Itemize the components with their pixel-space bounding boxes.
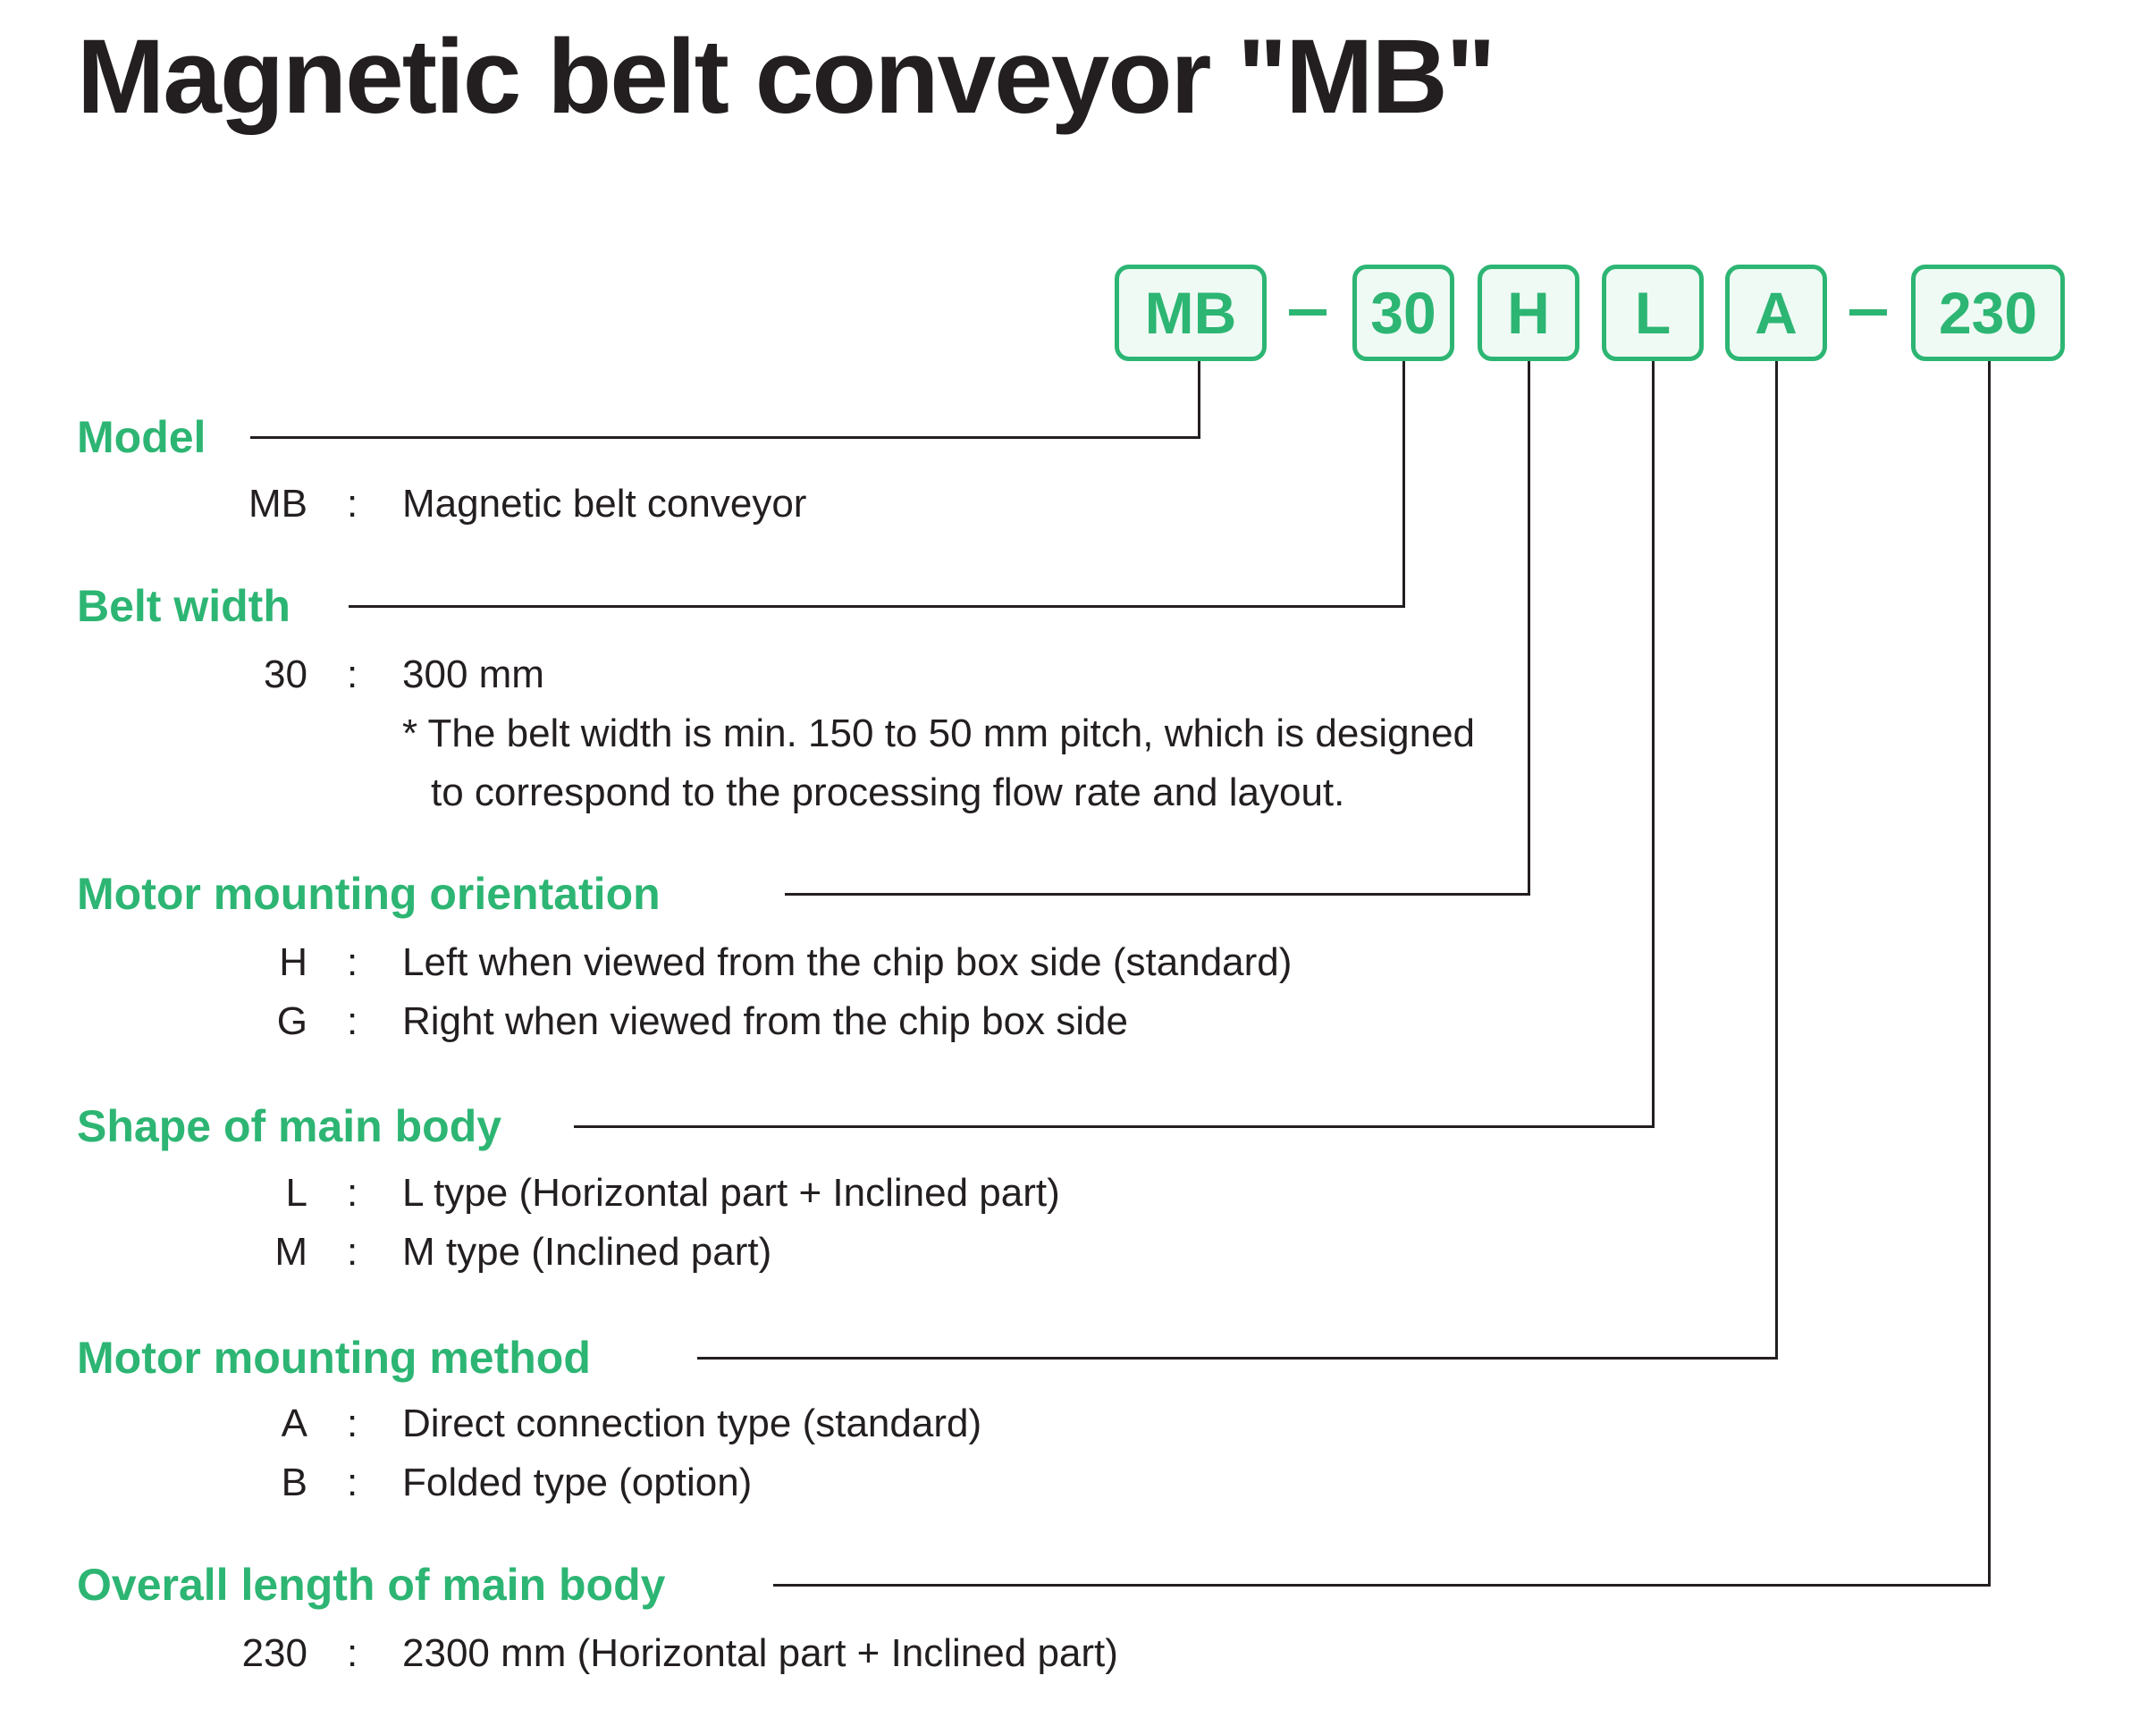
code-box-motor-method: A	[1725, 265, 1827, 361]
row-desc: Direct connection type (standard)	[402, 1402, 982, 1445]
row-code: G	[276, 999, 307, 1043]
section-label-motor-method: Motor mounting method	[77, 1333, 591, 1383]
row-code: 230	[241, 1631, 307, 1675]
page-title: Magnetic belt conveyor "MB"	[77, 18, 1496, 136]
leader-line-belt-width-h	[349, 605, 1405, 608]
row-desc: 2300 mm (Horizontal part + Inclined part…	[402, 1631, 1118, 1675]
row-colon: :	[347, 1230, 358, 1274]
leader-line-body-shape-h	[574, 1125, 1655, 1128]
leader-line-body-shape	[1652, 361, 1655, 1128]
row-desc: Magnetic belt conveyor	[402, 482, 807, 526]
section-label-body-shape: Shape of main body	[77, 1101, 502, 1151]
leader-line-belt-width	[1402, 361, 1405, 608]
belt-width-note-line-1: * The belt width is min. 150 to 50 mm pi…	[402, 711, 1476, 755]
section-label-motor-orientation: Motor mounting orientation	[77, 869, 661, 919]
leader-line-motor-method	[1775, 361, 1778, 1360]
row-desc: Right when viewed from the chip box side	[402, 999, 1128, 1043]
section-label-overall-length: Overall length of main body	[77, 1560, 666, 1610]
row-colon: :	[347, 482, 358, 526]
row-code: H	[279, 940, 307, 984]
row-desc: M type (Inclined part)	[402, 1230, 772, 1274]
leader-line-motor-orientation	[1528, 361, 1530, 896]
section-label-belt-width: Belt width	[77, 581, 291, 631]
row-colon: :	[347, 1171, 358, 1215]
row-colon: :	[347, 999, 358, 1043]
leader-line-model-h	[250, 436, 1200, 439]
row-desc: L type (Horizontal part + Inclined part)	[402, 1171, 1060, 1215]
row-code: B	[281, 1461, 307, 1504]
belt-width-note-line-2: to correspond to the processing flow rat…	[431, 770, 1345, 814]
code-box-model: MB	[1115, 265, 1267, 361]
code-box-body-shape: L	[1602, 265, 1704, 361]
section-label-model: Model	[77, 412, 206, 462]
row-code: M	[274, 1230, 307, 1274]
row-code: 30	[264, 653, 307, 696]
row-colon: :	[347, 1631, 358, 1675]
code-box-motor-orientation: H	[1478, 265, 1579, 361]
code-dash	[1849, 309, 1887, 316]
row-colon: :	[347, 1402, 358, 1445]
row-desc: 300 mm	[402, 653, 544, 696]
leader-line-motor-method-h	[697, 1357, 1778, 1360]
row-code: L	[285, 1171, 307, 1215]
code-box-belt-width: 30	[1352, 265, 1454, 361]
leader-line-motor-orientation-h	[785, 893, 1530, 896]
code-box-overall-length: 230	[1911, 265, 2065, 361]
row-desc: Left when viewed from the chip box side …	[402, 940, 1293, 984]
leader-line-model	[1198, 361, 1200, 439]
leader-line-overall-length-h	[773, 1584, 1991, 1587]
row-code: A	[281, 1402, 307, 1445]
row-colon: :	[347, 653, 358, 696]
row-colon: :	[347, 940, 358, 984]
row-desc: Folded type (option)	[402, 1461, 753, 1504]
code-dash	[1289, 309, 1326, 316]
leader-line-overall-length	[1988, 361, 1991, 1587]
row-code: MB	[248, 482, 307, 526]
row-colon: :	[347, 1461, 358, 1504]
